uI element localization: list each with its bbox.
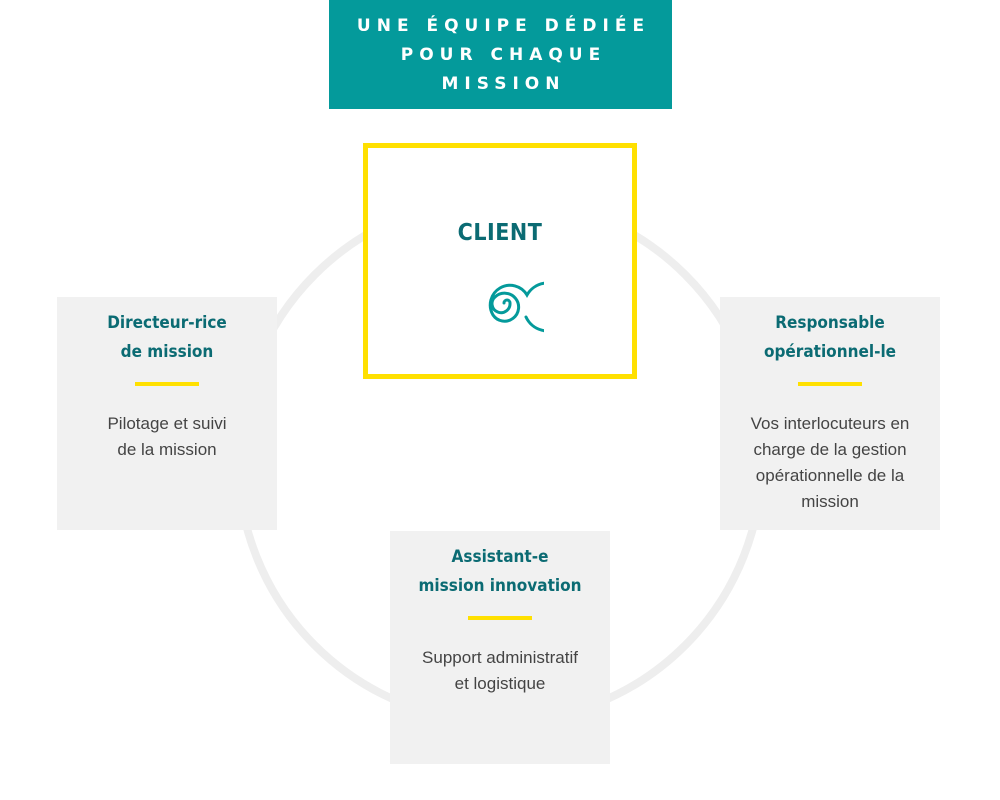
role-card-directeur: Directeur-rice de mission Pilotage et su… — [57, 297, 277, 530]
card-title-line: Responsable — [775, 313, 885, 333]
card-description: Support administratif et logistique — [390, 645, 610, 697]
card-desc-line: et logistique — [454, 674, 546, 693]
card-title-line: opérationnel-le — [763, 342, 897, 362]
banner-line: POUR CHAQUE — [400, 45, 607, 65]
card-title: Assistant-e mission innovation — [390, 543, 610, 601]
card-description: Vos interlocuteurs en charge de la gesti… — [720, 411, 940, 515]
card-title-line: mission innovation — [418, 576, 582, 596]
card-title-line: Directeur-rice — [107, 313, 227, 333]
title-banner: UNE ÉQUIPE DÉDIÉE POUR CHAQUE MISSION — [329, 0, 672, 109]
banner-line: MISSION — [441, 74, 566, 94]
card-desc-line: opérationnelle de la — [755, 466, 905, 485]
banner-line: UNE ÉQUIPE DÉDIÉE — [356, 16, 651, 36]
card-desc-line: Support administratif — [422, 648, 578, 667]
yellow-divider — [468, 616, 532, 620]
card-title: Directeur-rice de mission — [57, 309, 277, 367]
client-title: CLIENT — [457, 220, 543, 246]
role-card-assistant: Assistant-e mission innovation Support a… — [390, 531, 610, 764]
card-description: Pilotage et suivi de la mission — [57, 411, 277, 463]
spiral-icon — [488, 281, 544, 333]
card-desc-line: de la mission — [117, 440, 217, 459]
client-box: CLIENT — [363, 143, 637, 379]
card-title-line: de mission — [120, 342, 214, 362]
yellow-divider — [135, 382, 199, 386]
card-desc-line: Vos interlocuteurs en — [750, 414, 910, 433]
card-desc-line: charge de la gestion — [753, 440, 907, 459]
role-card-responsable: Responsable opérationnel-le Vos interloc… — [720, 297, 940, 530]
card-desc-line: mission — [801, 492, 859, 511]
yellow-divider — [798, 382, 862, 386]
card-desc-line: Pilotage et suivi — [107, 414, 227, 433]
card-title: Responsable opérationnel-le — [720, 309, 940, 367]
card-title-line: Assistant-e — [451, 547, 549, 567]
